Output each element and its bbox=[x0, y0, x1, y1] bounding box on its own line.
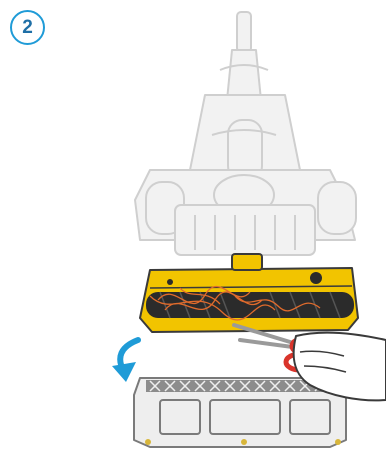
curved-arrow-icon bbox=[112, 340, 138, 382]
ghost-vacuum-body bbox=[135, 12, 356, 255]
